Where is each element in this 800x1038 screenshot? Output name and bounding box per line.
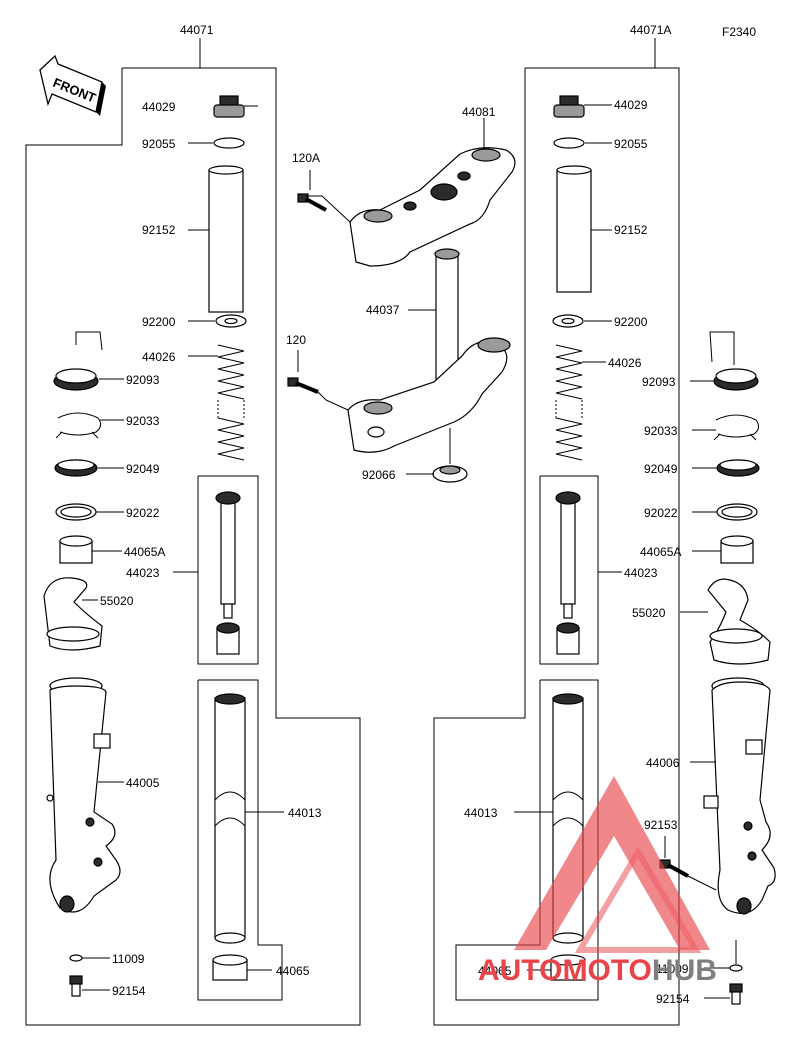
outer-tube-right	[703, 677, 776, 915]
upper-bracket	[349, 147, 516, 267]
label-44037: 44037	[366, 303, 400, 317]
watermark-hub: HUB	[652, 954, 717, 987]
label-44023-left: 44023	[126, 566, 160, 580]
cover-right	[707, 578, 771, 665]
spring-right	[555, 344, 583, 461]
label-92033-right: 92033	[644, 424, 678, 438]
cap-92066	[432, 465, 468, 483]
label-11009-right: 11009	[656, 962, 689, 976]
bolt-120a	[297, 170, 327, 212]
label-55020-right: 55020	[632, 606, 666, 620]
assembly-frames	[25, 38, 680, 1026]
label-92049-right: 92049	[644, 462, 678, 476]
pipe-left	[208, 165, 244, 313]
label-92093-right: 92093	[642, 375, 676, 389]
label-44013-right: 44013	[464, 806, 498, 820]
label-92200-right: 92200	[614, 315, 648, 329]
bolt-lower-left	[69, 975, 83, 997]
bushing-lower-left	[212, 954, 248, 981]
label-55020-left: 55020	[100, 594, 134, 608]
diagram-code: F2340	[722, 25, 756, 39]
label-92200-left: 92200	[142, 315, 176, 329]
cylinder-right	[555, 491, 581, 655]
o-ring-right	[553, 137, 585, 149]
oil-seal-right	[716, 459, 760, 477]
label-44013-left: 44013	[288, 806, 322, 820]
label-120a: 120A	[292, 151, 320, 165]
right-fork-parts	[514, 95, 776, 1005]
front-arrow-icon: FRONT	[39, 54, 106, 116]
label-92154-right: 92154	[656, 992, 690, 1006]
part-labels: F2340 44071 44071A 44029 92055 92152 922…	[100, 23, 756, 1006]
label-44065a-right: 44065A	[640, 545, 681, 559]
label-44065a-left: 44065A	[124, 545, 165, 559]
label-92055-right: 92055	[614, 137, 648, 151]
label-assembly-left: 44071	[180, 23, 214, 37]
watermark-moto: MOTO	[562, 954, 651, 987]
label-44081: 44081	[462, 105, 496, 119]
watermark-auto: AUTO	[478, 954, 562, 987]
label-92033-left: 92033	[126, 414, 160, 428]
label-44026-right: 44026	[608, 356, 642, 370]
label-92093-left: 92093	[126, 373, 160, 387]
outer-tube-left	[46, 677, 121, 913]
cylinder-left	[215, 491, 241, 655]
dust-seal-left	[53, 331, 103, 391]
bushing-left	[59, 535, 93, 564]
label-92055-left: 92055	[142, 137, 176, 151]
bushing-lower-right	[550, 954, 586, 981]
label-44026-left: 44026	[142, 350, 176, 364]
label-44005: 44005	[126, 776, 160, 790]
gasket-right	[729, 964, 743, 972]
label-44065-left: 44065	[276, 964, 310, 978]
label-92152-left: 92152	[142, 223, 176, 237]
oil-seal-left	[54, 459, 98, 477]
pipe-right	[556, 165, 592, 293]
watermark-text: AUTOMOTOHUB	[478, 954, 717, 987]
label-92049-left: 92049	[126, 462, 160, 476]
cap-bolt-right	[553, 95, 585, 118]
spring-left	[217, 344, 245, 461]
cap-bolt-left	[213, 95, 258, 118]
ring-right	[713, 414, 760, 441]
label-44029-right: 44029	[614, 98, 648, 112]
label-assembly-right: 44071A	[630, 23, 671, 37]
o-ring-left	[213, 137, 245, 149]
label-44029-left: 44029	[142, 100, 176, 114]
label-92152-right: 92152	[614, 223, 648, 237]
inner-tube-left	[214, 693, 246, 944]
dust-seal-right	[709, 331, 759, 391]
gasket-left	[69, 954, 83, 962]
steering-stem	[347, 248, 511, 453]
inner-tube-right	[552, 693, 584, 944]
watermark-logo	[514, 776, 710, 953]
label-11009-left: 11009	[112, 952, 145, 966]
label-120: 120	[286, 333, 306, 347]
bushing-right	[720, 535, 754, 564]
label-44023-right: 44023	[624, 566, 658, 580]
center-parts	[287, 118, 516, 483]
bolt-120	[287, 350, 319, 394]
left-fork-parts	[43, 95, 284, 997]
bolt-lower-right	[729, 983, 743, 1005]
label-92022-left: 92022	[126, 506, 160, 520]
label-92022-right: 92022	[644, 506, 678, 520]
cover-left	[43, 577, 103, 651]
label-44006: 44006	[646, 756, 680, 770]
label-92154-left: 92154	[112, 984, 146, 998]
ring-left	[55, 412, 102, 439]
label-92153: 92153	[644, 818, 678, 832]
label-44065-right: 44065	[478, 964, 512, 978]
label-92066: 92066	[362, 468, 396, 482]
